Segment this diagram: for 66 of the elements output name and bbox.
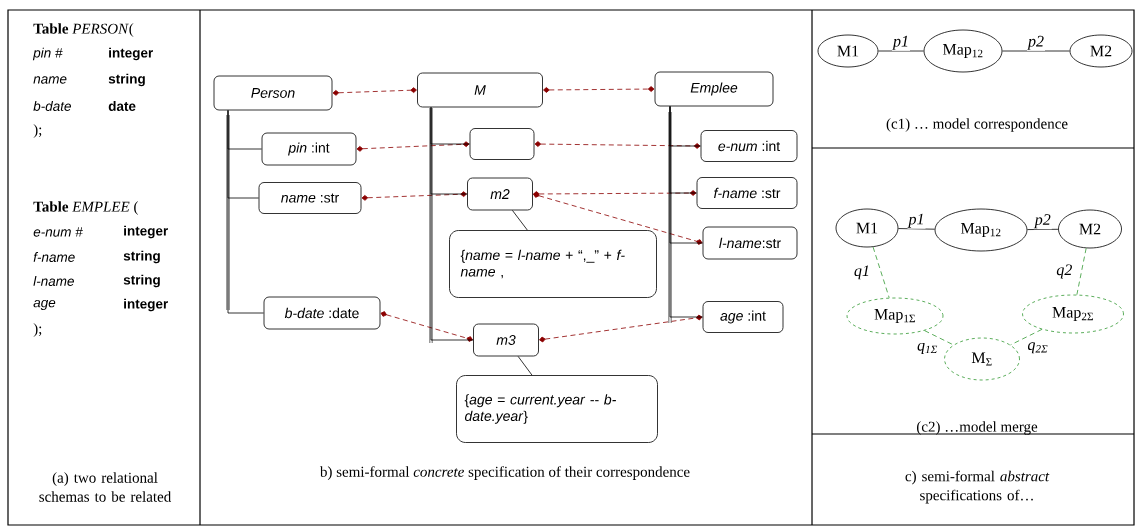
class-box: Emplee	[654, 71, 774, 107]
connector-line	[898, 228, 936, 230]
edge-label: p1	[907, 212, 926, 229]
column-type: integer	[124, 225, 168, 239]
mapping-link	[361, 191, 467, 201]
table-header: Table PERSON(	[33, 23, 134, 37]
attribute-box: age :int	[702, 301, 784, 333]
column-type: date	[108, 101, 136, 111]
table-header: Table EMPLEE (	[33, 201, 138, 215]
connector-line	[1002, 50, 1070, 52]
attribute-box: l-name:str	[702, 226, 798, 260]
connector-line	[517, 356, 533, 376]
connector-line	[878, 50, 924, 52]
column-name: e-num #	[33, 227, 83, 237]
tree-line	[227, 110, 264, 314]
attribute-box: pin :int	[261, 132, 357, 166]
column-name: pin #	[32, 47, 63, 61]
mapping-link	[356, 141, 470, 152]
column-name: f-name	[33, 252, 75, 262]
column-type: string	[123, 250, 160, 264]
table-end: );	[33, 323, 42, 337]
projection-link	[872, 246, 890, 299]
column-name: age	[33, 300, 56, 311]
column-name: l-name	[33, 276, 74, 286]
column-type: string	[108, 73, 145, 87]
class-box: m2	[467, 177, 533, 211]
column-name: name	[33, 76, 67, 84]
edge-label: p2	[1033, 213, 1052, 230]
edge-label: p1	[892, 34, 910, 51]
caption: (a) two relational schemas to be related	[39, 472, 172, 502]
mapping-link	[539, 314, 703, 343]
tree-line	[430, 107, 474, 341]
attribute-box: b-date :date	[263, 296, 381, 330]
attribute-box: name :str	[258, 182, 362, 214]
class-box: M	[417, 72, 543, 108]
projection-link	[1076, 247, 1087, 296]
edge-label: p2	[1027, 34, 1045, 51]
mapping-link	[533, 192, 703, 245]
formula-note: {age = current.year -- b-date.year}	[456, 375, 658, 443]
caption: (c1) … model correspondence	[886, 118, 1068, 132]
tree-line	[669, 106, 703, 318]
caption: c) semi-formal abstract specifications of…	[905, 470, 1050, 504]
projection-link	[1010, 328, 1043, 346]
connector-line	[1027, 228, 1059, 230]
empty-box	[469, 128, 535, 160]
edge-label: q2	[1055, 263, 1074, 280]
formula-note: {name = l-name + “,_” + f-name ,	[449, 230, 657, 298]
mapping-link	[332, 87, 417, 96]
column-type: string	[123, 274, 160, 288]
mapping-link	[543, 86, 655, 93]
edge-label: q$_{2Σ}$	[1026, 341, 1050, 355]
edge-label: q1	[852, 264, 871, 281]
class-box: m3	[473, 323, 539, 357]
edge-label: q$_{1Σ}$	[916, 341, 939, 355]
column-name: b-date	[33, 101, 71, 111]
table-end: );	[33, 124, 42, 138]
attribute-box: f-name :str	[696, 177, 798, 209]
column-type: integer	[124, 298, 168, 312]
connector-line	[512, 210, 528, 231]
caption: b) semi-formal concrete specification of their correspondence	[319, 466, 690, 480]
caption: (c2) …model merge	[917, 421, 1038, 435]
attribute-box: e-num :int	[700, 130, 798, 162]
mapping-link	[380, 311, 473, 342]
projection-link	[924, 330, 954, 346]
class-box: Person	[213, 75, 333, 111]
column-type: integer	[109, 47, 153, 61]
